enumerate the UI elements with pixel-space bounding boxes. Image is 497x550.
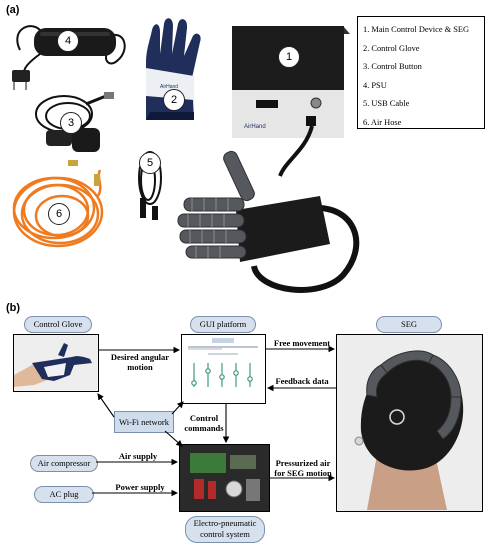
seg-glove-photo	[177, 150, 330, 262]
legend-item: 2. Control Glove	[363, 43, 420, 53]
air-hose-line	[278, 125, 314, 177]
badge-1: 1	[278, 46, 300, 68]
gui-platform-box	[181, 334, 266, 404]
badge-3: 3	[60, 112, 82, 134]
panel-label-b: (b)	[6, 302, 21, 314]
label-feedback-data: Feedback data	[275, 376, 329, 386]
arrow-wifi-to-gui	[171, 401, 184, 415]
badge-2: 2	[163, 89, 185, 111]
panel-label-a: (a)	[6, 4, 20, 16]
legend-item: 1. Main Control Device & SEG	[363, 25, 470, 34]
legend-item: 6. Air Hose	[363, 117, 402, 127]
label-free-movement: Free movement	[273, 338, 331, 348]
air-hose-photo	[12, 160, 104, 248]
legend-item: 5. USB Cable	[363, 99, 410, 109]
control-glove-box	[13, 334, 99, 392]
device-brand-text: AirHand	[244, 124, 266, 130]
svg-text:AirHand: AirHand	[160, 84, 178, 90]
electro-pneumatic-photo	[180, 445, 268, 510]
badge-5: 5	[139, 152, 161, 174]
arrow-wifi-to-control	[164, 430, 183, 447]
wifi-network-node: Wi-Fi network	[114, 411, 174, 433]
control-glove-label: Control Glove	[24, 316, 92, 333]
label-pressurized-air: Pressurized air for SEG motion	[274, 458, 332, 478]
control-button-photo	[35, 92, 114, 152]
air-compressor-node: Air compressor	[30, 455, 98, 472]
arrow-wifi-to-glove	[97, 393, 115, 418]
badge-6: 6	[48, 203, 70, 225]
legend-item: 3. Control Button	[363, 62, 422, 72]
legend-item: 4. PSU	[363, 80, 387, 90]
seg-label: SEG	[376, 316, 442, 333]
badge-4: 4	[57, 30, 79, 52]
electro-pneumatic-label: Electro-pneumatic control system	[185, 516, 265, 543]
gui-screen	[188, 338, 258, 387]
ac-plug-node: AC plug	[34, 486, 94, 503]
seg-grip-photo	[337, 335, 481, 510]
label-desired-motion: Desired angular motion	[110, 352, 170, 372]
gui-platform-label: GUI platform	[190, 316, 256, 333]
component-legend: 1. Main Control Device & SEG 2. Control …	[357, 16, 485, 129]
label-power-supply: Power supply	[115, 482, 165, 492]
label-air-supply: Air supply	[118, 451, 158, 461]
label-control-commands: Control commands	[184, 413, 224, 433]
air-hose-loop	[251, 205, 360, 293]
control-glove-pose	[14, 335, 97, 390]
seg-photo-box	[336, 334, 483, 512]
electro-pneumatic-box	[179, 444, 270, 512]
